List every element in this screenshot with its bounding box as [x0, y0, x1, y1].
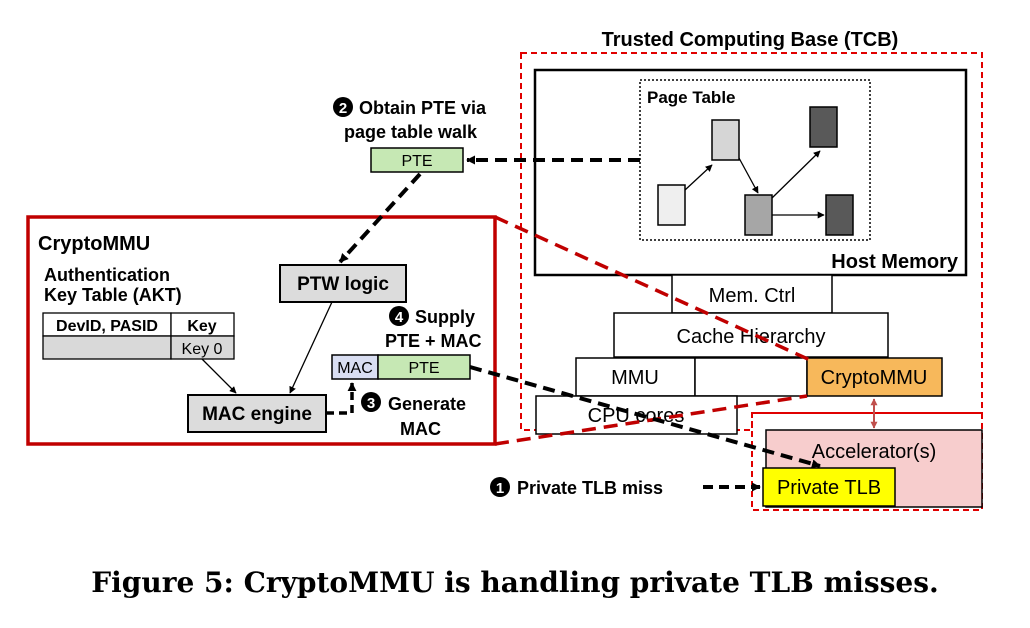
akt-title-line2: Key Table (AKT): [44, 285, 182, 305]
page-table-node-l3: [744, 194, 773, 236]
zoom-line: [494, 215, 811, 362]
pte-label-walk: PTE: [401, 153, 432, 170]
pte-label-supply: PTE: [408, 360, 439, 377]
pte-box-walk: [370, 147, 464, 173]
step3-line1: Generate: [388, 394, 466, 414]
step2-badge: [333, 97, 353, 117]
page-table-link: [684, 164, 713, 191]
tcb-title: Trusted Computing Base (TCB): [602, 29, 899, 51]
accelerator-boundary: [751, 412, 983, 511]
step3-arrow: [326, 382, 357, 415]
step1-badge: [490, 477, 510, 497]
cryptommu-detail-box: [26, 215, 497, 446]
mem-ctrl-label: Mem. Ctrl: [709, 285, 796, 307]
step3-line2: MAC: [400, 419, 441, 439]
cryptommu-hw-label: CryptoMMU: [821, 367, 928, 389]
step2-line1: Obtain PTE via: [359, 98, 487, 118]
akt-to-mac-engine-arrow: [201, 358, 237, 394]
cache-hierarchy-box: [613, 312, 889, 358]
akt-row-devid: [42, 335, 172, 360]
cryptommu-detail-title: CryptoMMU: [38, 233, 150, 255]
page-table-label: Page Table: [647, 88, 736, 107]
pte-to-ptw-arrow: [338, 172, 422, 264]
pte-box-supply: [377, 354, 471, 380]
cache-hierarchy-label: Cache Hierarchy: [677, 326, 826, 348]
step1-label: Private TLB miss: [517, 478, 663, 498]
akt-header-devid-label: DevID, PASID: [56, 318, 158, 335]
step4-line2: PTE + MAC: [385, 331, 482, 351]
cryptommu-hw-box: [806, 357, 943, 397]
step3-number: 3: [367, 395, 375, 412]
mac-label: MAC: [337, 360, 373, 377]
page-table-node-l1: [657, 184, 686, 226]
zoom-line: [494, 394, 808, 446]
mmu-box: [575, 357, 696, 397]
page-table-node-leaf-a: [809, 106, 838, 148]
private-tlb-label: Private TLB: [777, 477, 881, 499]
page-table-link: [771, 150, 821, 199]
step2-number: 2: [339, 100, 347, 117]
ptw-logic-box: [279, 264, 407, 303]
private-tlb-box: [762, 467, 896, 507]
mac-engine-label: MAC engine: [202, 404, 312, 425]
step1-number: 1: [496, 480, 504, 497]
step4-line1: Supply: [415, 307, 475, 327]
step2-line2: page table walk: [344, 122, 478, 142]
host-memory-box: [533, 68, 968, 277]
mac-engine-box: [187, 394, 327, 433]
mmu-label: MMU: [611, 367, 659, 389]
page-table-node-l2: [711, 119, 740, 161]
mem-ctrl-box: [671, 274, 833, 314]
page-table-node-leaf-b: [825, 194, 854, 236]
step4-badge: [389, 306, 409, 326]
akt-row-key-label: Key 0: [182, 341, 223, 358]
page-table-link: [738, 157, 759, 194]
step4-number: 4: [395, 309, 404, 326]
ptw-logic-label: PTW logic: [297, 274, 389, 295]
host-memory-label: Host Memory: [831, 251, 959, 273]
accelerator-label: Accelerator(s): [812, 441, 936, 463]
cache-side-box: [694, 357, 808, 397]
akt-title-line1: Authentication: [44, 265, 170, 285]
figure-caption: Figure 5: CryptoMMU is handling private …: [91, 566, 938, 599]
step3-badge: [361, 392, 381, 412]
akt-header-key-label: Key: [187, 318, 216, 335]
mac-box: [331, 354, 379, 380]
step4-arrow: [469, 365, 821, 469]
ptw-to-mac-engine-arrow: [289, 301, 333, 394]
